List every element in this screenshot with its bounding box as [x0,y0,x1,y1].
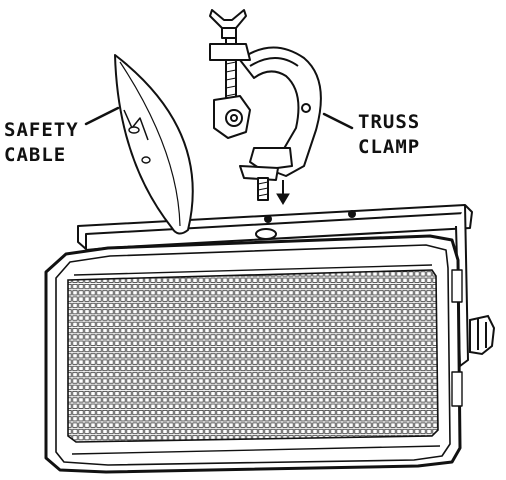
truss-clamp [209,9,322,201]
leader-line-truss-clamp [322,112,354,130]
truss-clamp-label: TRUSS CLAMP [358,110,420,160]
safety-cable [114,54,194,235]
arrow-down-icon [276,180,290,205]
led-panel [67,269,439,443]
safety-cable-label-line2: CABLE [4,144,67,166]
truss-clamp-label-line1: TRUSS [358,111,421,133]
truss-clamp-label-line2: CLAMP [358,136,421,158]
leader-line-safety-cable [84,106,120,126]
safety-cable-label: SAFETY CABLE [4,118,79,168]
tilt-knob [469,314,496,356]
safety-cable-label-line1: SAFETY [4,119,79,141]
leader-lines [84,106,354,130]
wing-nut-icon [209,9,247,39]
